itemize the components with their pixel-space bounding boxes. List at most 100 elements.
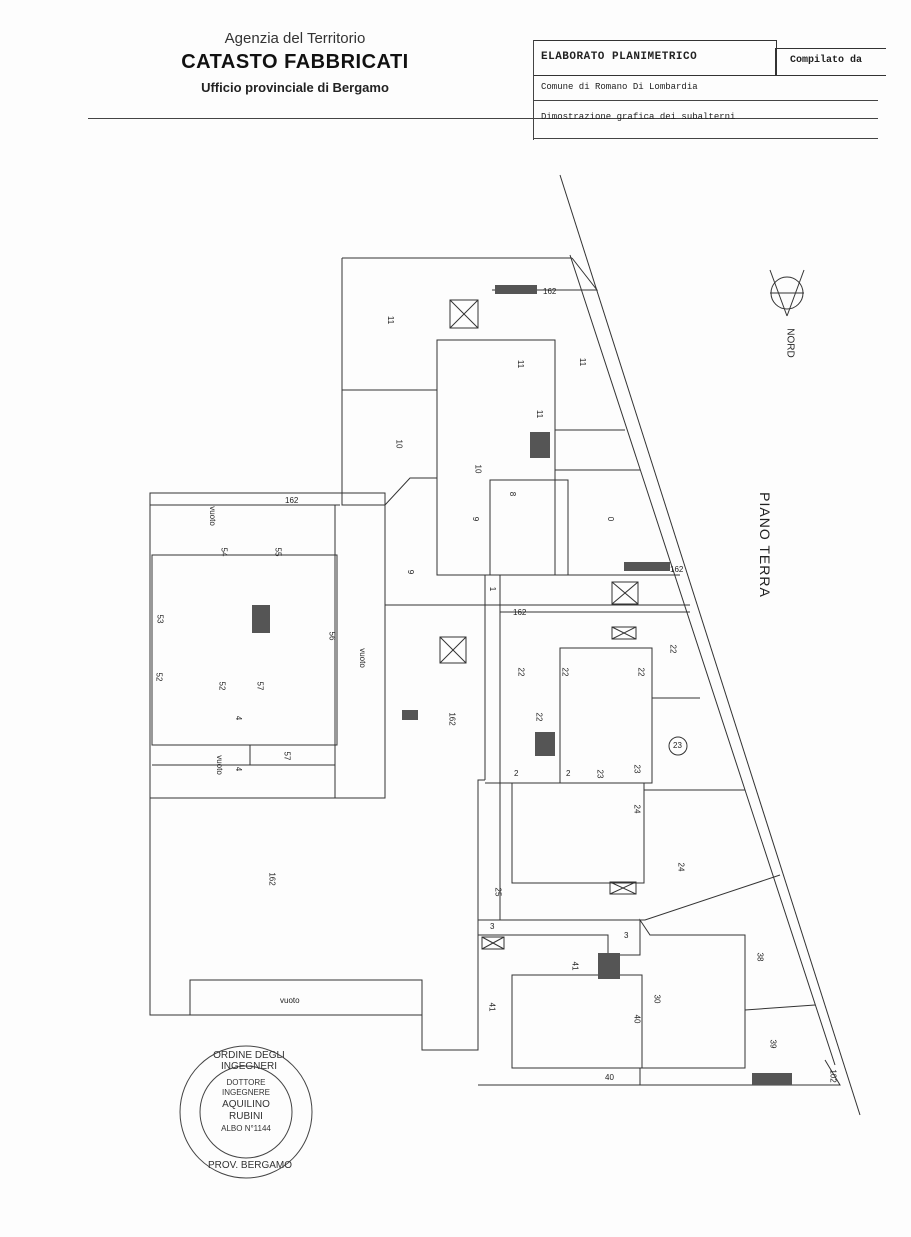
label-55: 55	[273, 547, 283, 557]
circled-23-ring	[668, 736, 688, 756]
stairs-mid	[624, 562, 670, 571]
label-52-b: 52	[217, 681, 227, 691]
stamp-line2: INGEGNERE	[221, 1088, 270, 1097]
bottom-boundary	[478, 1059, 841, 1086]
stairs-middle-building	[535, 732, 555, 756]
stairs-group	[252, 285, 792, 1085]
building-middle-lower	[511, 782, 645, 884]
label-3-a: 3	[490, 922, 495, 931]
stamp-line4: RUBINI	[229, 1111, 263, 1122]
label-57: 57	[255, 681, 265, 691]
stamp-line5: ALBO N°1144	[221, 1124, 271, 1133]
label-38: 38	[755, 952, 765, 962]
label-24-b: 24	[676, 862, 686, 872]
stamp-inner-ring	[199, 1065, 293, 1159]
label-162-top: 162	[543, 287, 557, 296]
doc-title: ELABORATO PLANIMETRICO	[541, 51, 698, 63]
label-2-b: 2	[566, 769, 571, 778]
compiled-label: Compilato da	[790, 55, 863, 66]
north-label: NORD	[784, 328, 796, 358]
label-22-a: 22	[668, 644, 678, 654]
label-52: 52	[154, 672, 164, 682]
building-left-rooms	[151, 554, 338, 746]
lower-divider	[478, 874, 781, 921]
skylight-marker-4	[611, 626, 637, 640]
stamp-line3: AQUILINO	[222, 1099, 270, 1110]
header-compiled-box	[775, 48, 886, 76]
demo-label: Dimostrazione grafica dei subalterni	[541, 112, 736, 122]
label-23-b: 23	[595, 769, 605, 779]
skylight-marker-3	[611, 581, 639, 605]
label-11-a: 11	[386, 315, 396, 325]
label-54: 54	[219, 547, 229, 557]
label-162-lower: 162	[267, 872, 277, 886]
label-24-a: 24	[632, 804, 642, 814]
label-10-a: 10	[394, 439, 404, 449]
comune-name: Comune di Romano Di Lombardia	[541, 82, 698, 92]
label-11-d: 11	[535, 409, 545, 419]
label-30: 30	[652, 994, 662, 1004]
label-4-b: 4	[234, 766, 244, 772]
road-line-outer	[559, 174, 861, 1116]
skylight-marker-5	[609, 881, 637, 895]
label-4: 4	[234, 715, 244, 721]
floor-label: PIANO TERRA	[756, 492, 773, 598]
label-162-mid: 162	[670, 565, 684, 574]
label-3-b: 3	[624, 931, 629, 940]
label-vuoto-c: vuoto	[214, 755, 224, 775]
label-57-b: 57	[282, 751, 292, 761]
label-0: 0	[606, 516, 616, 522]
stamp-province: PROV. BERGAMO	[207, 1160, 293, 1171]
label-162-left: 162	[285, 496, 299, 505]
stairs-top	[495, 285, 537, 294]
stairs-upper-building	[530, 432, 550, 458]
label-23-c: 23	[632, 764, 642, 774]
stairs-left-building	[252, 605, 270, 633]
label-162-yard: 162	[447, 712, 457, 726]
label-41-b: 41	[570, 961, 580, 971]
north-arrow-icon	[769, 269, 805, 317]
label-41-a: 41	[487, 1002, 497, 1012]
skylight-marker-6	[481, 936, 505, 950]
building-lower-inner	[511, 974, 643, 1069]
label-11-b: 11	[578, 357, 588, 367]
label-23-circled: 23	[673, 741, 682, 750]
agency-name: Agenzia del Territorio	[224, 30, 366, 47]
label-39: 39	[768, 1039, 778, 1049]
skylight-marker-1	[449, 299, 479, 329]
label-8: 8	[508, 491, 518, 497]
lower-right-yard	[744, 1004, 816, 1011]
comune-row-line	[533, 100, 878, 101]
label-22-d: 22	[636, 667, 646, 677]
label-40-a: 40	[632, 1014, 642, 1024]
label-2-a: 2	[514, 769, 519, 778]
label-1: 1	[488, 586, 498, 592]
office-name: Ufficio provinciale di Bergamo	[201, 80, 389, 95]
label-22-c: 22	[560, 667, 570, 677]
header-rule	[88, 118, 878, 119]
label-22-e: 22	[534, 712, 544, 722]
stamp-outer-ring	[179, 1045, 313, 1179]
stairs-bottom	[752, 1073, 792, 1085]
label-56: 56	[327, 631, 337, 641]
yard-162-lower	[149, 779, 485, 1051]
label-11-c: 11	[516, 359, 526, 369]
stamp-ring-text: ORDINE DEGLI INGEGNERI	[213, 1050, 285, 1072]
label-25-a: 25	[493, 887, 503, 897]
label-9-a: 9	[471, 516, 481, 522]
label-9-b: 9	[406, 569, 416, 575]
label-10-b: 10	[473, 464, 483, 474]
stairs-lower-building	[598, 953, 620, 979]
catasto-title: CATASTO FABBRICATI	[181, 51, 409, 73]
stamp-line1: DOTTORE	[226, 1078, 266, 1087]
label-40-b: 40	[605, 1073, 614, 1082]
building-lower-outline	[478, 918, 746, 1069]
stairs-left	[402, 710, 418, 720]
building-left-outer	[149, 492, 386, 799]
header-agency-block: Agenzia del Territorio CATASTO FABBRICAT…	[150, 30, 440, 95]
label-53: 53	[155, 614, 165, 624]
label-vuoto-a: vuoto	[207, 506, 217, 526]
parcel-top-left	[341, 258, 437, 506]
